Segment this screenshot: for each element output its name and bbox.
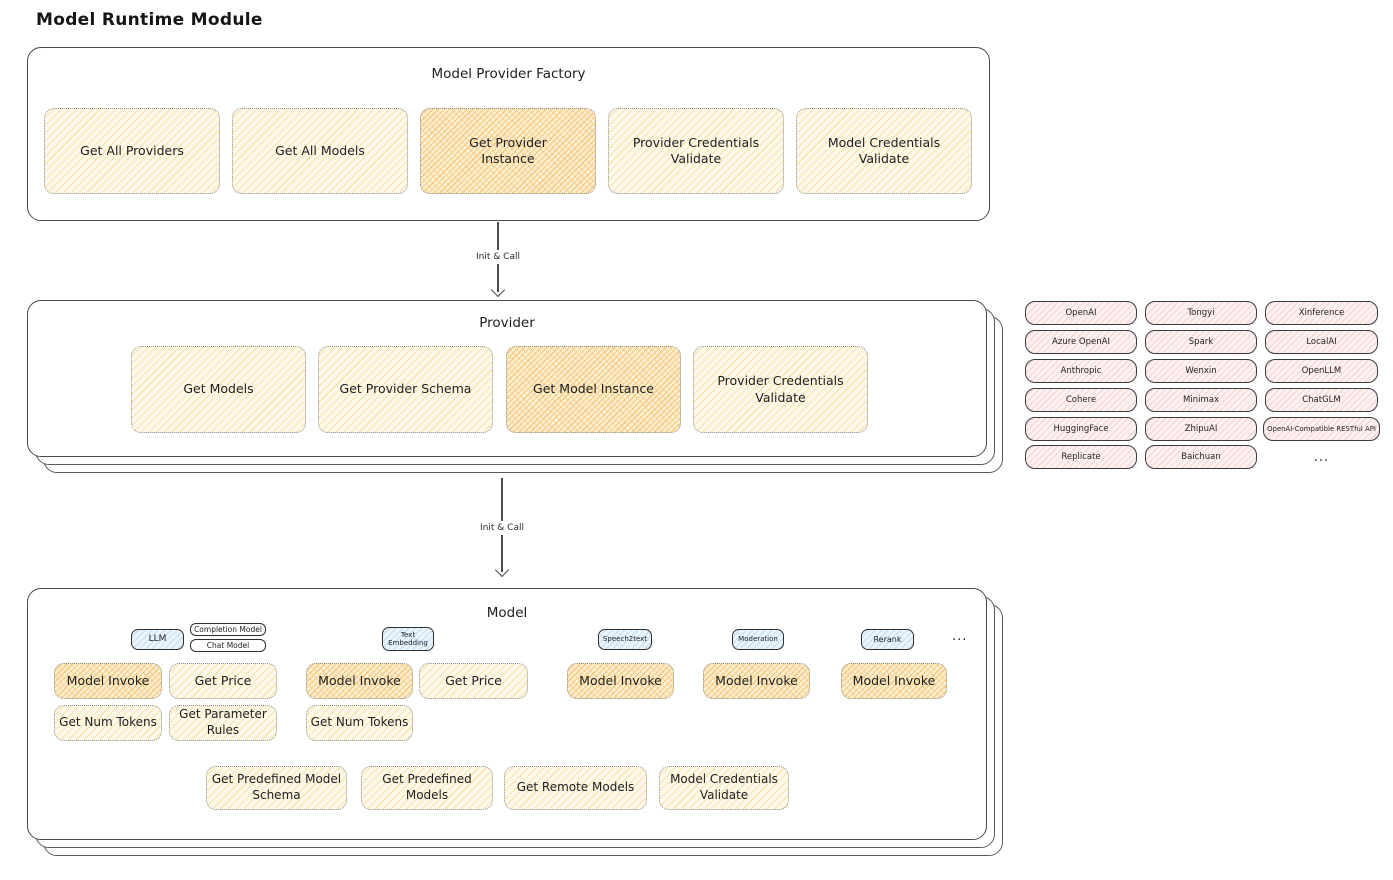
badge-more-ellipsis: ... [952,629,968,644]
model-box-llm-model-invoke: Model Invoke [54,663,162,699]
model-box-llm-get-num-tokens: Get Num Tokens [54,705,162,741]
factory-box-get-all-models: Get All Models [232,108,408,194]
provider-cell-tongyi: Tongyi [1145,301,1257,325]
arrow-label-init-call-1: Init & Call [471,250,525,264]
provider-box-provider-credentials-validate: Provider Credentials Validate [693,346,868,433]
provider-box-get-models: Get Models [131,346,306,433]
model-box-te-get-num-tokens: Get Num Tokens [306,705,413,741]
provider-frame: Provider Get Models Get Provider Schema … [27,300,987,457]
provider-cell-openai: OpenAI [1025,301,1137,325]
model-frame: Model LLM Completion Model Chat Model Te… [27,588,987,840]
model-box-get-predefined-model-schema: Get Predefined Model Schema [206,766,347,810]
model-box-moderation-model-invoke: Model Invoke [703,663,810,699]
badge-chat-model: Chat Model [190,639,266,652]
provider-cell-huggingface: HuggingFace [1025,417,1137,441]
arrow-head-down-icon [490,282,506,298]
model-box-model-credentials-validate: Model Credentials Validate [659,766,789,810]
badge-text-embedding: Text Embedding [382,627,434,651]
badge-speech2text: Speech2text [598,629,652,650]
factory-box-get-provider-instance: Get Provider Instance [420,108,596,194]
provider-cell-spark: Spark [1145,330,1257,354]
provider-box-get-provider-schema: Get Provider Schema [318,346,493,433]
provider-cell-replicate: Replicate [1025,445,1137,469]
factory-frame: Model Provider Factory Get All Providers… [27,47,990,221]
model-title: Model [486,605,528,621]
factory-box-provider-credentials-validate: Provider Credentials Validate [608,108,784,194]
badge-moderation: Moderation [732,629,784,650]
provider-cell-baichuan: Baichuan [1145,445,1257,469]
model-box-get-remote-models: Get Remote Models [504,766,647,810]
provider-cell-anthropic: Anthropic [1025,359,1137,383]
model-box-llm-get-parameter-rules: Get Parameter Rules [169,705,277,741]
badge-llm: LLM [131,629,184,650]
model-box-llm-get-price: Get Price [169,663,277,699]
model-box-s2t-model-invoke: Model Invoke [567,663,674,699]
factory-title: Model Provider Factory [431,66,586,82]
provider-cell-more-ellipsis: ... [1313,449,1330,465]
model-box-te-model-invoke: Model Invoke [306,663,413,699]
provider-cell-xinference: Xinference [1265,301,1378,325]
page-title: Model Runtime Module [36,10,263,30]
provider-cell-openai-compatible-restful-api: OpenAI-Compatible RESTful API [1263,417,1380,441]
factory-box-model-credentials-validate: Model Credentials Validate [796,108,972,194]
provider-cell-zhipuai: ZhipuAI [1145,417,1257,441]
provider-cell-wenxin: Wenxin [1145,359,1257,383]
model-box-get-predefined-models: Get Predefined Models [361,766,493,810]
model-box-te-get-price: Get Price [419,663,528,699]
arrow-head-down-icon [494,562,510,578]
provider-title: Provider [479,315,535,331]
provider-cell-minimax: Minimax [1145,388,1257,412]
provider-cell-chatglm: ChatGLM [1265,388,1378,412]
badge-completion-model: Completion Model [190,623,266,636]
factory-box-get-all-providers: Get All Providers [44,108,220,194]
provider-cell-localai: LocalAI [1265,330,1378,354]
provider-cell-openllm: OpenLLM [1265,359,1378,383]
provider-cell-cohere: Cohere [1025,388,1137,412]
provider-box-get-model-instance: Get Model Instance [506,346,681,433]
badge-rerank: Rerank [861,629,914,650]
arrow-label-init-call-2: Init & Call [475,521,529,535]
provider-cell-azure-openai: Azure OpenAI [1025,330,1137,354]
model-box-rerank-model-invoke: Model Invoke [841,663,947,699]
